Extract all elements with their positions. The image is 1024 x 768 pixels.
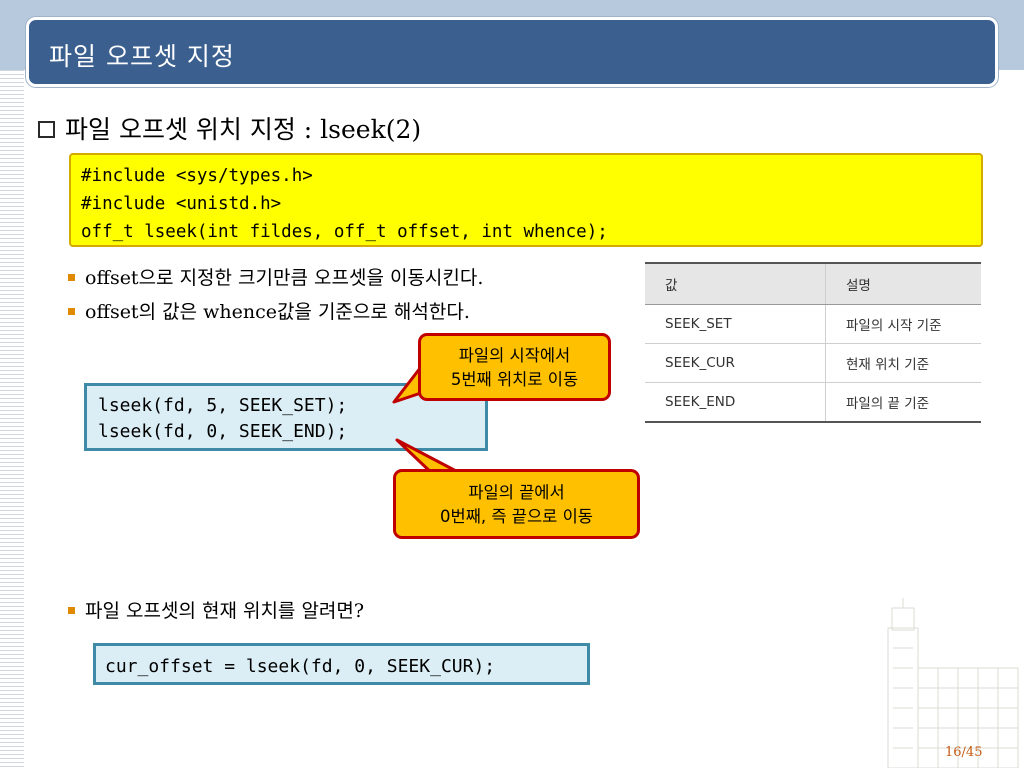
bullet-text: offset으로 지정한 크기만큼 오프셋을 이동시킨다. xyxy=(85,267,484,289)
callout-seek-set: 파일의 시작에서 5번째 위치로 이동 xyxy=(418,333,611,401)
lseek-signature-code: #include <sys/types.h> #include <unistd.… xyxy=(69,153,983,247)
bullet-icon xyxy=(68,308,75,315)
table-row: SEEK_CUR 현재 위치 기준 xyxy=(645,343,981,383)
section-heading: 파일 오프셋 위치 지정 : lseek(2) xyxy=(38,110,421,146)
building-watermark xyxy=(887,598,1019,768)
cur-offset-code-box: cur_offset = lseek(fd, 0, SEEK_CUR); xyxy=(93,643,590,685)
table-header: 설명 xyxy=(825,262,981,305)
callout-text: 파일의 시작에서 xyxy=(458,346,571,365)
table-row: SEEK_END 파일의 끝 기준 xyxy=(645,382,981,423)
bullet-item: offset으로 지정한 크기만큼 오프셋을 이동시킨다. xyxy=(68,263,483,290)
table-cell: SEEK_SET xyxy=(645,304,826,344)
callout-seek-end: 파일의 끝에서 0번째, 즉 끝으로 이동 xyxy=(393,469,640,539)
bullet-text: 파일 오프셋의 현재 위치를 알려면? xyxy=(85,600,365,622)
table-header-row: 값 설명 xyxy=(645,262,981,305)
table-cell: SEEK_END xyxy=(645,382,826,423)
page-number: 16/45 xyxy=(945,745,983,760)
checkbox-icon xyxy=(38,120,55,138)
code-line: lseek(fd, 0, SEEK_END); xyxy=(98,421,348,442)
whence-table: 값 설명 SEEK_SET 파일의 시작 기준 SEEK_CUR 현재 위치 기… xyxy=(645,262,981,423)
bullet-text: offset의 값은 whence값을 기준으로 해석한다. xyxy=(85,301,470,323)
bullet-item: 파일 오프셋의 현재 위치를 알려면? xyxy=(68,596,364,623)
table-cell: 파일의 끝 기준 xyxy=(825,382,981,423)
code-line: #include <unistd.h> xyxy=(81,194,282,214)
table-cell: 파일의 시작 기준 xyxy=(825,304,981,344)
heading-text: 파일 오프셋 위치 지정 : lseek(2) xyxy=(65,115,422,144)
code-line: lseek(fd, 5, SEEK_SET); xyxy=(98,395,348,416)
code-line: off_t lseek(int fildes, off_t offset, in… xyxy=(81,222,608,242)
table-header: 값 xyxy=(645,262,826,305)
table-cell: 현재 위치 기준 xyxy=(825,343,981,383)
title-bar: 파일 오프셋 지정 xyxy=(26,17,998,87)
callout-text: 0번째, 즉 끝으로 이동 xyxy=(440,507,593,526)
left-decoration xyxy=(0,70,24,768)
code-line: #include <sys/types.h> xyxy=(81,166,313,186)
code-line: cur_offset = lseek(fd, 0, SEEK_CUR); xyxy=(105,656,496,677)
callout-text: 5번째 위치로 이동 xyxy=(450,370,579,389)
bullet-item: offset의 값은 whence값을 기준으로 해석한다. xyxy=(68,297,470,324)
bullet-icon xyxy=(68,274,75,281)
table-cell: SEEK_CUR xyxy=(645,343,826,383)
bullet-icon xyxy=(68,607,75,614)
callout-text: 파일의 끝에서 xyxy=(468,483,565,502)
slide-title: 파일 오프셋 지정 xyxy=(49,42,235,71)
table-row: SEEK_SET 파일의 시작 기준 xyxy=(645,304,981,344)
